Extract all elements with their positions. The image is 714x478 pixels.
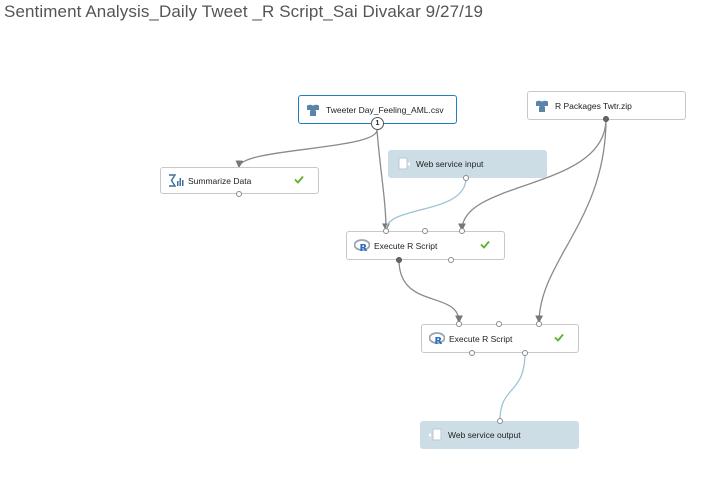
web-service-input-node[interactable]: Web service input <box>388 150 547 178</box>
svg-text:R: R <box>435 336 443 346</box>
output-port[interactable] <box>236 191 242 197</box>
experiment-title: Sentiment Analysis_Daily Tweet _R Script… <box>4 2 484 21</box>
checkmark-icon <box>554 333 564 343</box>
web-service-input-label: Web service input <box>416 159 484 169</box>
web-service-output-label: Web service output <box>448 430 521 440</box>
web-service-input-icon <box>396 157 410 171</box>
sigma-chart-icon <box>168 173 184 188</box>
output-port[interactable] <box>463 175 469 181</box>
checkmark-icon <box>480 240 490 250</box>
edge-wsinput-to-execute1 <box>385 177 467 231</box>
output-port-badge[interactable]: 1 <box>371 117 384 130</box>
output-port[interactable] <box>522 350 528 356</box>
edge-rpackages-to-execute2 <box>535 118 607 324</box>
edge-execute1-to-execute2 <box>398 259 463 324</box>
input-port[interactable] <box>459 228 465 234</box>
web-service-output-node[interactable]: Web service output <box>420 421 579 449</box>
input-port[interactable] <box>496 321 502 327</box>
module-node-execute-r-script-2[interactable]: R Execute R Script <box>421 324 579 353</box>
dataset-icon <box>535 99 549 113</box>
summarize-label: Summarize Data <box>188 175 252 186</box>
edge-execute2-to-wsoutput <box>499 352 526 421</box>
module-node-execute-r-script-1[interactable]: R Execute R Script <box>346 231 505 260</box>
input-port[interactable] <box>456 321 462 327</box>
dataset-icon <box>306 103 320 117</box>
checkmark-icon <box>294 175 304 185</box>
module-node-summarize-data[interactable]: Summarize Data <box>160 167 319 194</box>
input-port[interactable] <box>383 228 389 234</box>
execute-r-label: Execute R Script <box>449 333 513 344</box>
input-port[interactable] <box>536 321 542 327</box>
input-port[interactable] <box>422 228 428 234</box>
edge-rpackages-to-execute1 <box>458 118 607 232</box>
svg-text:R: R <box>360 243 368 253</box>
edge-dataset-to-execute1 <box>376 129 390 232</box>
r-logo-icon: R <box>353 238 371 254</box>
web-service-output-icon <box>428 428 442 442</box>
execute-r-label: Execute R Script <box>374 240 438 251</box>
input-port[interactable] <box>497 418 503 424</box>
output-port[interactable] <box>448 257 454 263</box>
output-port[interactable] <box>396 257 402 263</box>
edge-dataset-to-summarize <box>235 129 378 169</box>
dataset-label: Tweeter Day_Feeling_AML.csv <box>326 104 444 115</box>
r-packages-label: R Packages Twtr.zip <box>555 100 632 111</box>
output-port[interactable] <box>469 350 475 356</box>
r-logo-icon: R <box>428 331 446 347</box>
output-port[interactable] <box>603 116 609 122</box>
